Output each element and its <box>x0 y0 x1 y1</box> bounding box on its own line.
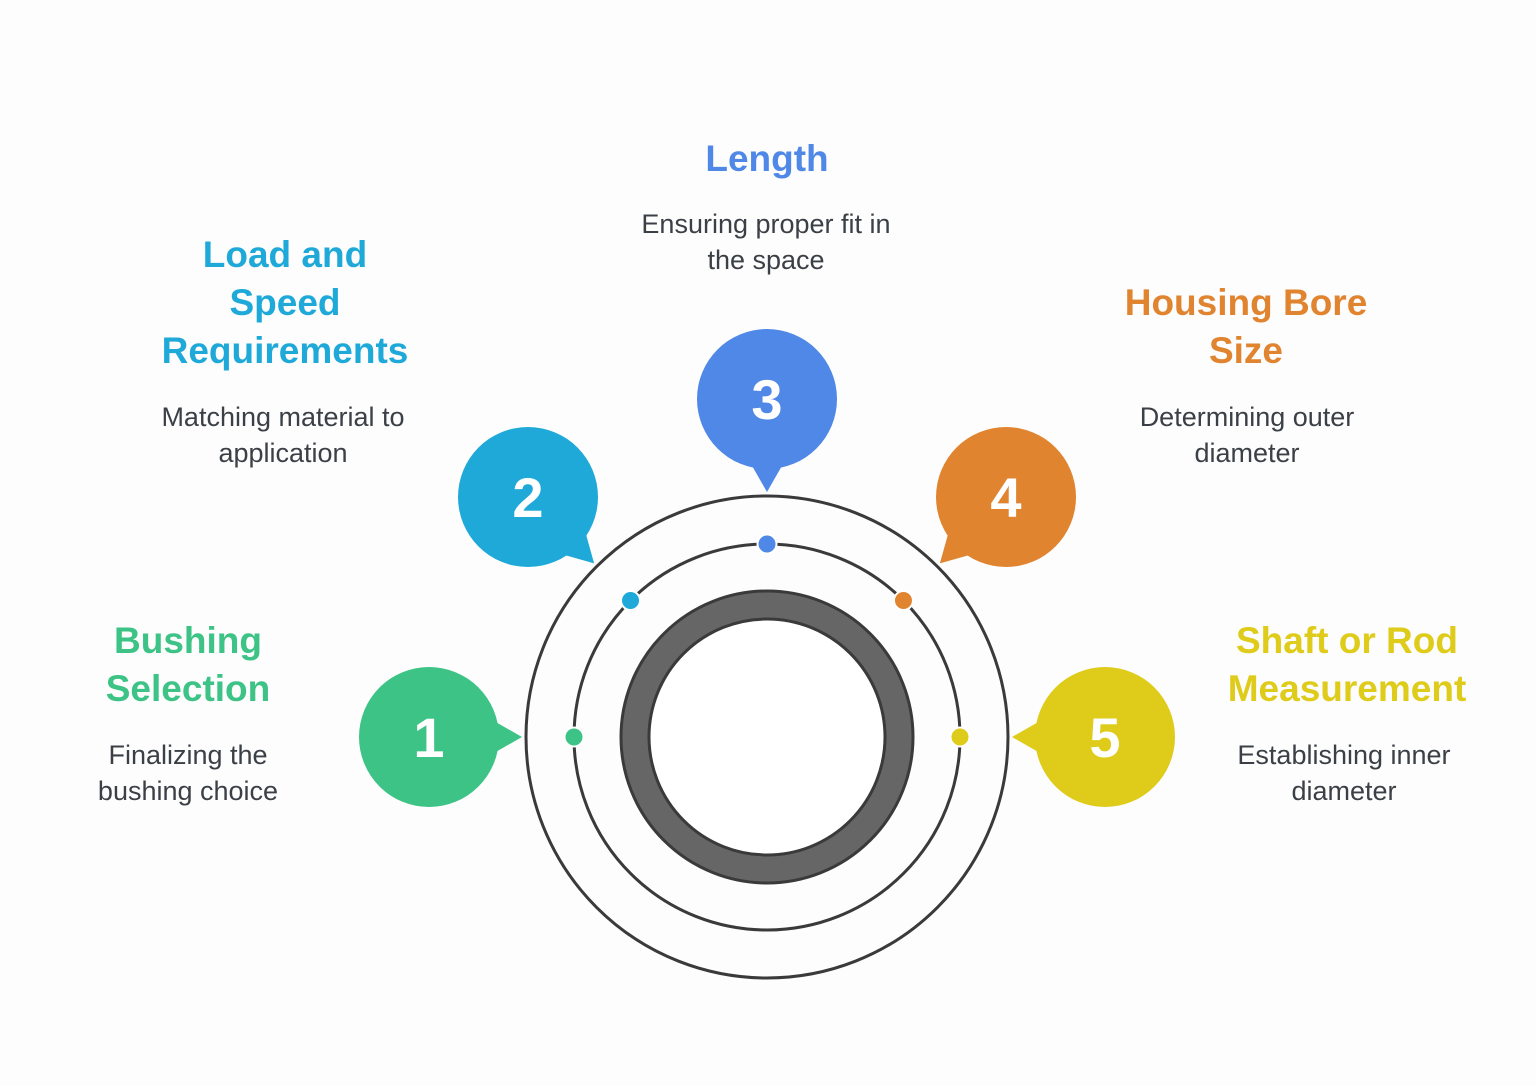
step-1-description-line: Finalizing the <box>108 740 268 770</box>
core-ring <box>621 591 913 883</box>
step-4-title-line: Housing Bore <box>1124 282 1368 323</box>
step-2-marker: 2 <box>458 427 642 612</box>
step-3-marker: 3 <box>697 329 837 555</box>
step-1-title-line: Selection <box>105 668 271 709</box>
core-ring-outer-edge <box>619 589 915 885</box>
step-2-description-line: Matching material to <box>161 402 405 432</box>
step-3-description: Ensuring proper fit in the space <box>586 206 946 278</box>
step-4-description-line: diameter <box>1194 438 1300 468</box>
step-4-title-line: Size <box>1208 330 1284 371</box>
step-1-ring-dot <box>563 726 585 748</box>
step-3-ring-dot <box>756 533 778 555</box>
step-2-title-line: Requirements <box>161 330 409 371</box>
step-1-description-line: bushing choice <box>97 776 279 806</box>
step-4-bubble <box>936 427 1076 567</box>
step-1-marker: 1 <box>359 667 585 807</box>
step-1-title-line: Bushing <box>114 620 262 661</box>
step-3-bubble <box>697 329 837 469</box>
step-1-bubble <box>359 667 499 807</box>
step-2-description: Matching material to application <box>103 399 463 471</box>
step-2-bubble <box>458 427 598 567</box>
step-2-title-line: Load and <box>202 234 368 275</box>
step-2-title-line: Speed <box>229 282 341 323</box>
step-3-description-line: the space <box>707 245 825 275</box>
step-5-ring-dot <box>949 726 971 748</box>
step-3-number: 3 <box>751 368 782 431</box>
step-5-number: 5 <box>1089 706 1120 769</box>
step-4-description-line: Determining outer <box>1139 402 1355 432</box>
step-2-number: 2 <box>512 466 543 529</box>
step-5-title-line: Measurement <box>1227 668 1467 709</box>
step-4-ring-dot <box>892 590 914 612</box>
core-ring-inner-edge <box>647 617 887 857</box>
step-3-title: Length <box>587 135 947 183</box>
step-2-description-line: application <box>218 438 348 468</box>
step-4-description: Determining outer diameter <box>1067 399 1427 471</box>
step-5-title-line: Shaft or Rod <box>1236 620 1458 661</box>
step-1-description: Finalizing the bushing choice <box>28 737 348 809</box>
step-2-ring-dot <box>620 590 642 612</box>
step-5-description-line: Establishing inner <box>1237 740 1451 770</box>
step-5-description-line: diameter <box>1291 776 1397 806</box>
step-5-bubble <box>1035 667 1175 807</box>
step-5-description: Establishing inner diameter <box>1164 737 1524 809</box>
step-4-number: 4 <box>990 466 1021 529</box>
step-3-description-line: Ensuring proper fit in <box>641 209 891 239</box>
outer-ring <box>524 494 1010 980</box>
step-1-number: 1 <box>413 706 444 769</box>
step-5-marker: 5 <box>949 667 1175 807</box>
step-4-marker: 4 <box>892 427 1076 612</box>
step-3-title-line: Length <box>705 138 829 179</box>
